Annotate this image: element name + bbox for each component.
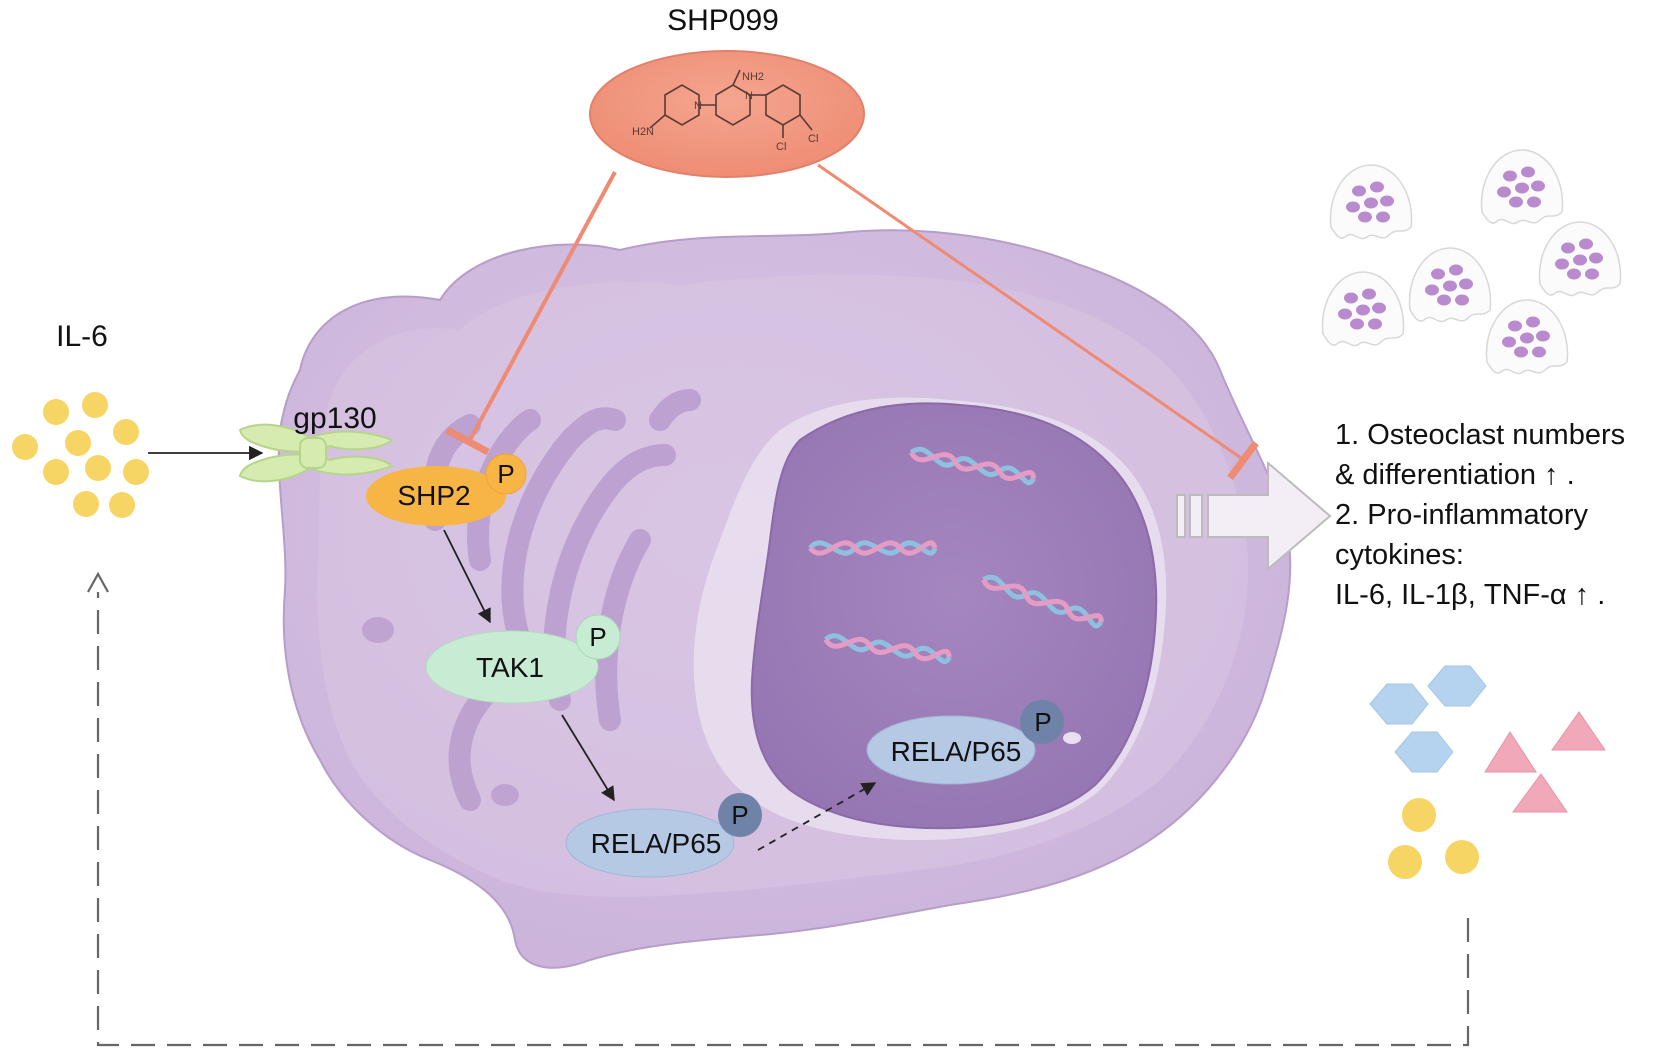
dna-helix: [981, 574, 1104, 629]
inhibition-line-outcome: [817, 163, 1245, 462]
drug-name: SHP099: [667, 4, 779, 37]
dna-helix: [808, 540, 938, 556]
outcome-text: 1. Osteoclast numbers & differentiation …: [1335, 415, 1675, 615]
osteoclast-cluster: [1321, 149, 1622, 375]
rela-nucleus-phospho: [1020, 700, 1064, 744]
outcome-line: & differentiation ↑ .: [1335, 459, 1575, 491]
osteoclast: [1329, 164, 1413, 240]
il6-particle: [43, 399, 69, 425]
il6-particle: [113, 419, 139, 445]
outcome-line: IL-6, IL-1β, TNF-α ↑ .: [1335, 579, 1606, 611]
dna-helix: [823, 633, 952, 665]
drug-h2n-label: H2N: [632, 126, 654, 138]
gp130-label: gp130: [293, 402, 376, 435]
drug-ellipse: [589, 50, 865, 178]
il6-particles: [12, 392, 149, 518]
shp2-phospho-label: P: [497, 459, 514, 489]
osteoclast: [1485, 299, 1569, 375]
cytokine-hexagons: [1369, 665, 1487, 773]
gp130-receptor: [238, 423, 394, 483]
osteoclast: [1538, 221, 1622, 297]
inhibition-bar-shp2: [445, 426, 490, 456]
rela-cytoplasm-label: RELA/P65: [591, 828, 722, 859]
rela-cytoplasm-node: [565, 808, 735, 878]
tak1-phospho-label: P: [589, 622, 606, 652]
shp2-phospho: [485, 453, 527, 495]
vesicle: [362, 617, 394, 643]
tak1-phospho: [575, 614, 621, 660]
cytokine-hexagon: [1369, 683, 1429, 725]
il6-particle: [123, 459, 149, 485]
il6-particle: [109, 492, 135, 518]
vesicle: [1063, 732, 1081, 744]
cytokine-hexagon: [1427, 665, 1487, 707]
cytokine-triangle: [1551, 711, 1606, 751]
il6-label: IL-6: [56, 320, 108, 353]
feedback-loop-arrow: [96, 592, 1470, 1047]
il6-particle: [43, 459, 69, 485]
osteoclast: [1321, 271, 1405, 347]
drug-n-label: N: [745, 90, 753, 102]
drug-n-label: N: [694, 100, 702, 112]
tak1-label: TAK1: [476, 652, 544, 683]
cytokine-triangles: [1484, 711, 1606, 813]
rela-nucleus-label: RELA/P65: [891, 736, 1022, 767]
vesicle: [491, 784, 519, 806]
inhibition-bar-outcome: [1227, 440, 1259, 481]
rela-translocation-arrow: [757, 782, 877, 851]
cytokine-triangle: [1512, 773, 1568, 813]
osteoclast: [1480, 149, 1564, 225]
outcome-line: 2. Pro-inflammatory: [1335, 499, 1589, 531]
rela-nucleus-node: [866, 715, 1036, 785]
cytokine-circles: [1388, 798, 1479, 879]
il6-particle: [85, 455, 111, 481]
outcome-arrow: [1176, 460, 1332, 572]
osteoclast: [1408, 247, 1492, 323]
cytokine-circle: [1445, 840, 1479, 874]
il6-particle: [65, 430, 91, 456]
drug-cl-label: Cl: [808, 133, 818, 145]
shp2-node: [366, 466, 506, 526]
dna-helix: [909, 446, 1037, 486]
rela-nucleus-phospho-label: P: [1034, 707, 1051, 737]
cytokine-circle: [1402, 798, 1436, 832]
il6-particle: [12, 434, 38, 460]
feedback-arrowhead: [87, 571, 109, 593]
il6-particle: [73, 491, 99, 517]
outcome-line: cytokines:: [1335, 539, 1464, 571]
drug-cl-label: Cl: [776, 141, 786, 153]
il6-particle: [82, 392, 108, 418]
rela-cytoplasm-phospho-label: P: [731, 800, 748, 830]
cytokine-triangle: [1484, 731, 1537, 773]
drug-structure: [649, 69, 813, 138]
inhibition-line-shp2: [468, 171, 617, 441]
tak1-node: [425, 630, 599, 704]
rela-cytoplasm-phospho: [718, 793, 762, 837]
shp2-to-tak1-arrow: [443, 529, 491, 624]
drug-nh2-label: NH2: [742, 71, 764, 83]
cytokine-hexagon: [1394, 731, 1454, 773]
shp2-label: SHP2: [397, 480, 470, 511]
tak1-to-rela-arrow: [561, 714, 615, 802]
outcome-line: 1. Osteoclast numbers: [1335, 419, 1626, 451]
cytokine-circle: [1388, 845, 1422, 879]
